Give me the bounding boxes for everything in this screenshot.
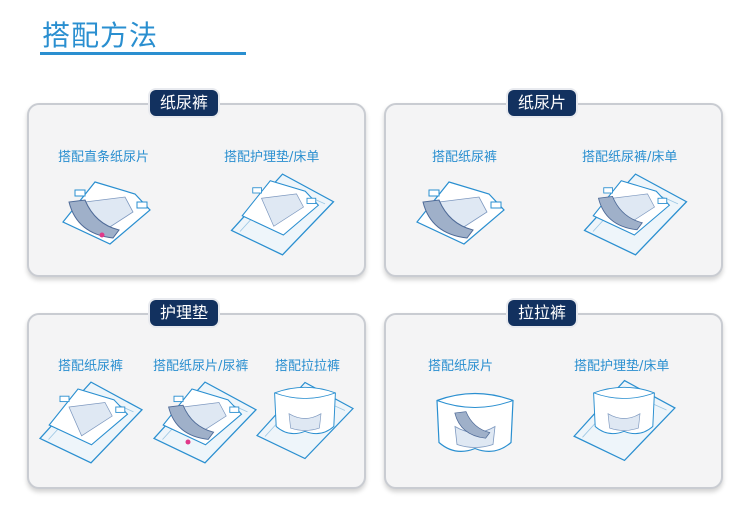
diaper-with-pad-illustration [50, 172, 160, 252]
label-insert-pad-1: 搭配纸尿裤 [432, 150, 498, 165]
title-underline [40, 52, 246, 55]
label-pullup-1: 搭配纸尿片 [428, 359, 494, 374]
label-underpad-2: 搭配纸尿片/尿裤 [153, 359, 249, 374]
label-underpad-1: 搭配纸尿裤 [58, 359, 124, 374]
heading-underpad: 护理垫 [150, 300, 219, 326]
pullup-on-underpad-illustration [255, 378, 355, 463]
pullup-on-sheet-illustration [572, 378, 677, 463]
panel-insert-pad [384, 103, 723, 277]
label-underpad-3: 搭配拉拉裤 [275, 359, 341, 374]
label-insert-pad-2: 搭配纸尿裤/床单 [582, 150, 678, 165]
page-title: 搭配方法 [42, 19, 159, 52]
heading-pullup: 拉拉裤 [508, 300, 577, 326]
pad-in-diaper-illustration [404, 172, 514, 252]
diaper-on-underpad-illustration [36, 380, 146, 465]
pad-diaper-on-underpad-illustration [150, 380, 260, 465]
label-pullup-2: 搭配护理垫/床单 [574, 359, 670, 374]
diaper-on-sheet-illustration [225, 172, 340, 257]
label-diaper-1: 搭配直条纸尿片 [58, 150, 150, 165]
pad-diaper-sheet-illustration [578, 172, 693, 257]
heading-insert-pad: 纸尿片 [508, 90, 577, 116]
label-diaper-2: 搭配护理垫/床单 [224, 150, 320, 165]
heading-diaper: 纸尿裤 [150, 90, 219, 116]
pad-in-pullup-illustration [425, 380, 525, 465]
